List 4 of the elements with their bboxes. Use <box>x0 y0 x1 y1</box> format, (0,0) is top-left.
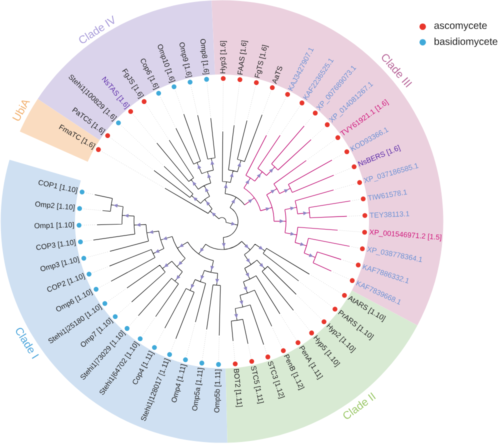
legend-label: ascomycete <box>434 22 487 31</box>
legend-label: basidiomycete <box>434 38 498 47</box>
clade-label: Clade IV <box>79 15 114 44</box>
clade-label: UbiA <box>12 100 30 121</box>
